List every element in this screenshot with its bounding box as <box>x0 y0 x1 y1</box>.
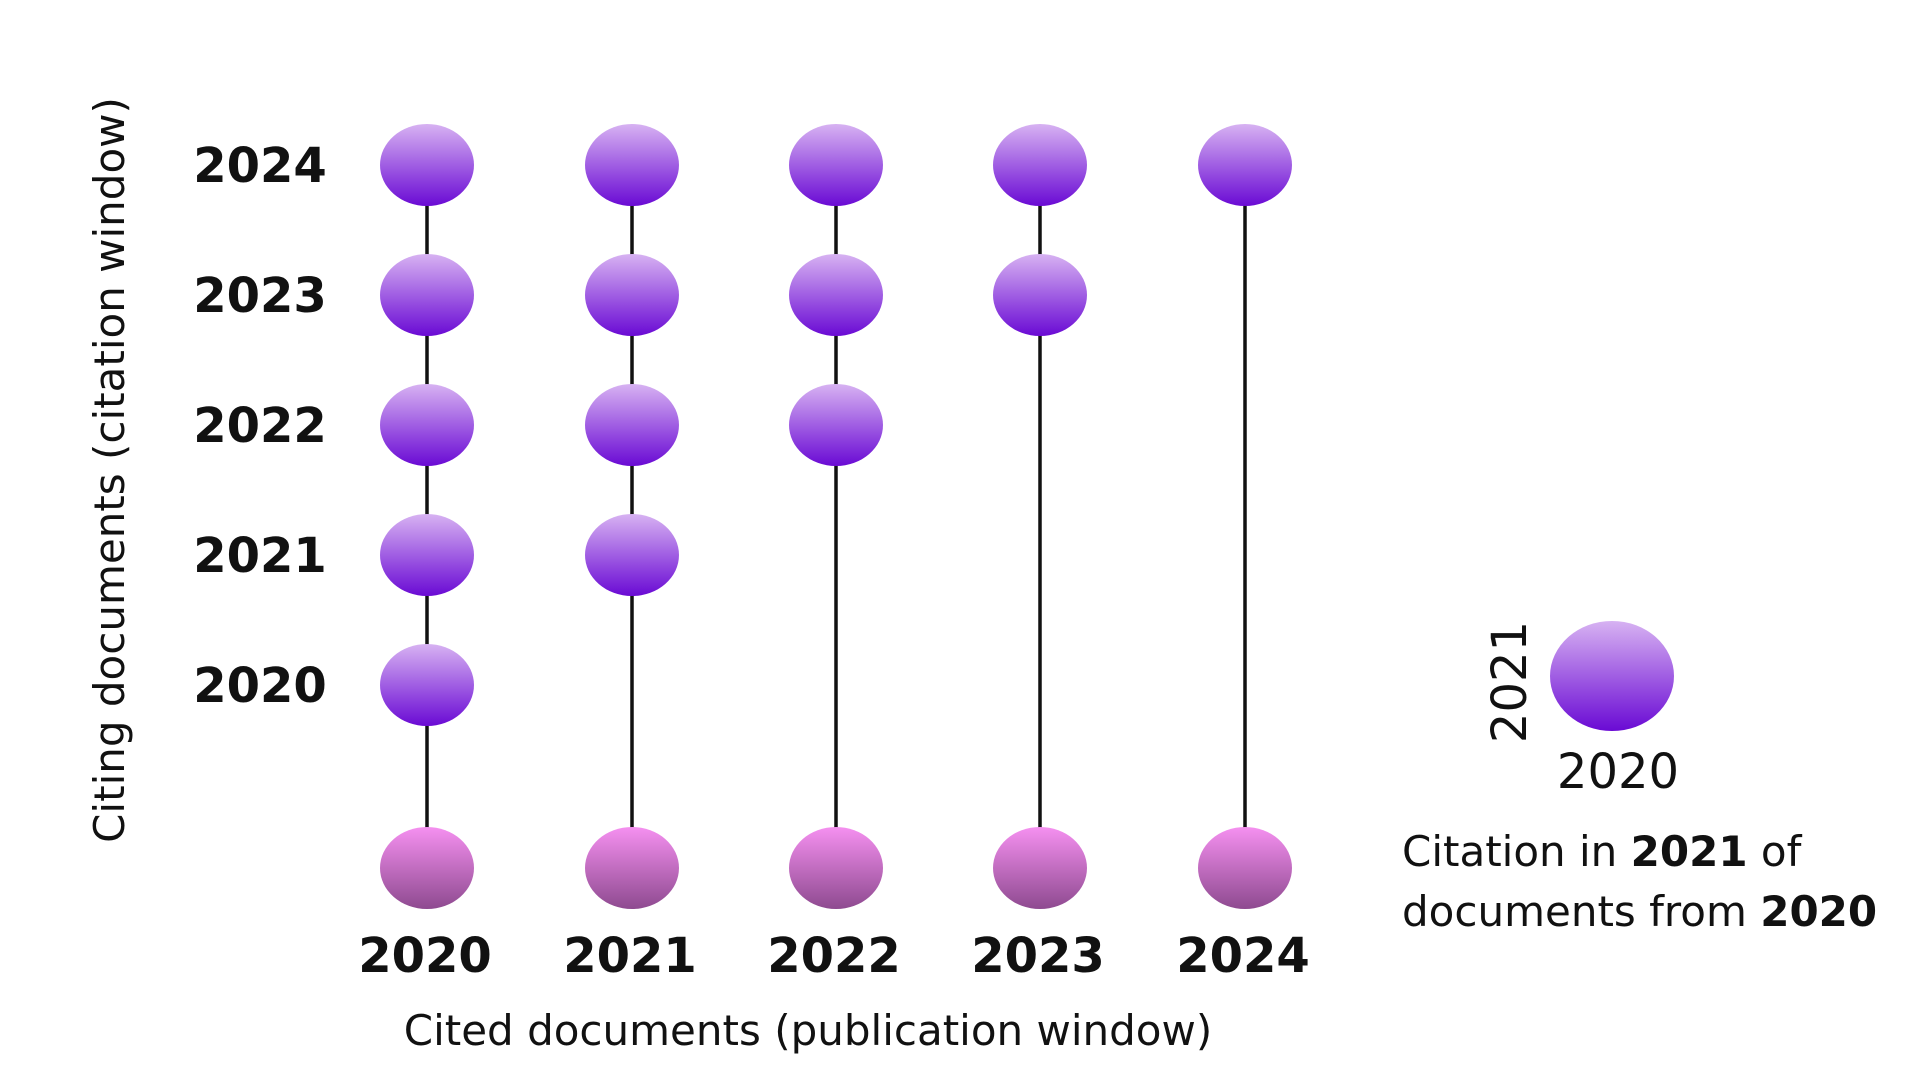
legend-vertical-year: 2021 <box>1482 621 1538 743</box>
legend-caption: Citation in 2021 of documents from 2020 <box>1402 822 1902 942</box>
citation-node-2022-2024 <box>789 124 883 206</box>
publication-year-label-2020: 2020 <box>358 928 492 984</box>
citation-node-2020-2020 <box>380 644 474 726</box>
x-axis-title: Cited documents (publication window) <box>404 1006 1212 1055</box>
citation-year-label-2020: 2020 <box>193 658 327 714</box>
publication-year-label-2022: 2022 <box>767 928 901 984</box>
citation-node-2021-2023 <box>585 254 679 336</box>
legend-caption-publication-year: 2020 <box>1760 887 1878 936</box>
citation-node-2020-2021 <box>380 514 474 596</box>
citation-node-2021-2021 <box>585 514 679 596</box>
citation-node-2021-2024 <box>585 124 679 206</box>
y-axis-title: Citing documents (citation window) <box>85 97 134 843</box>
citation-node-2023-2024 <box>993 124 1087 206</box>
publication-year-label-2021: 2021 <box>563 928 697 984</box>
publication-year-label-2024: 2024 <box>1176 928 1310 984</box>
publication-year-labels: 2020 2021 2022 2023 2024 <box>358 928 1310 984</box>
citation-node-2021-2022 <box>585 384 679 466</box>
legend-node <box>1550 621 1674 731</box>
citation-node-2020-2022 <box>380 384 474 466</box>
publication-node-2020 <box>380 827 474 909</box>
publication-node-2022 <box>789 827 883 909</box>
publication-node-2023 <box>993 827 1087 909</box>
citation-node-2024-2024 <box>1198 124 1292 206</box>
citation-year-labels: 2020 2021 2022 2023 2024 <box>193 138 327 714</box>
citation-year-label-2024: 2024 <box>193 138 327 194</box>
citation-year-label-2022: 2022 <box>193 398 327 454</box>
citation-node-2020-2024 <box>380 124 474 206</box>
citation-year-label-2021: 2021 <box>193 528 327 584</box>
citation-node-2023-2023 <box>993 254 1087 336</box>
publication-node-2024 <box>1198 827 1292 909</box>
citation-year-label-2023: 2023 <box>193 268 327 324</box>
legend-horizontal-year: 2020 <box>1557 744 1679 800</box>
publication-year-label-2023: 2023 <box>971 928 1105 984</box>
citation-node-2022-2023 <box>789 254 883 336</box>
publication-node-2021 <box>585 827 679 909</box>
citation-node-2022-2022 <box>789 384 883 466</box>
citation-nodes <box>380 124 1292 909</box>
legend-caption-middle: of documents from <box>1402 827 1802 936</box>
legend-caption-prefix: Citation in <box>1402 827 1631 876</box>
legend-caption-citation-year: 2021 <box>1630 827 1748 876</box>
legend: 2021 2020 <box>1482 621 1679 800</box>
citation-node-2020-2023 <box>380 254 474 336</box>
